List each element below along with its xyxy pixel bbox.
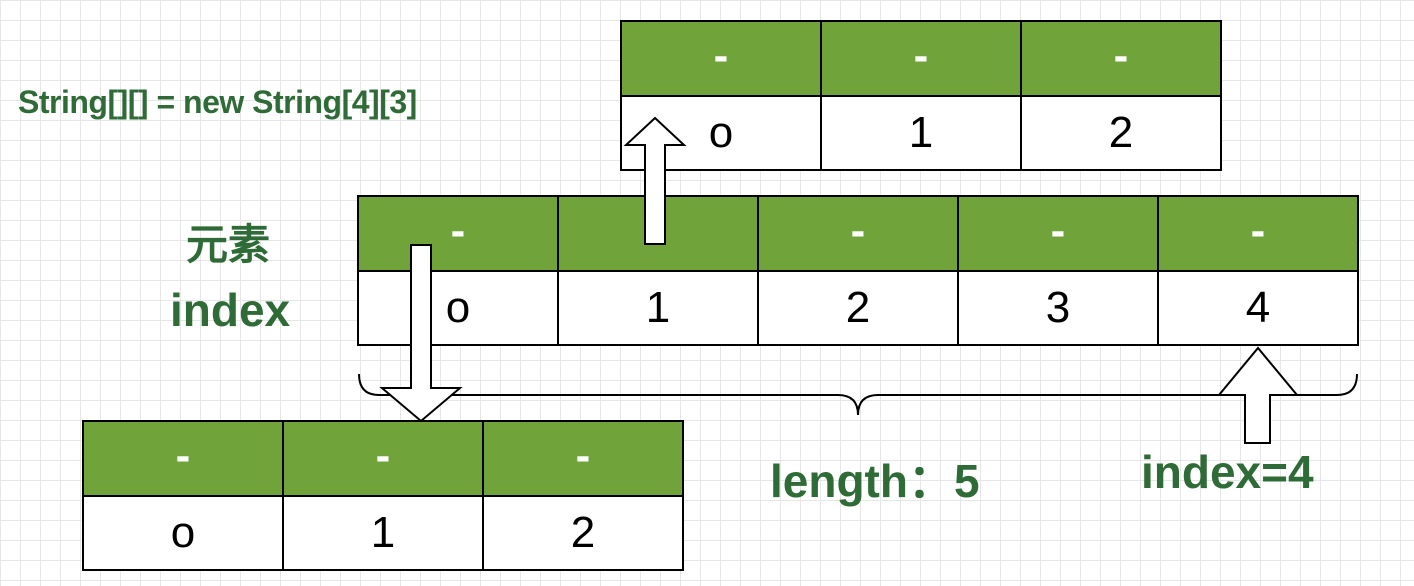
array-value-cell: - [1159,197,1359,272]
array-index-cell: 1 [284,497,484,571]
inner-array-bottom: - - - o 1 2 [82,420,684,571]
arrow-down-to-bottom-array-icon [379,244,463,423]
index-pointer-label: index=4 [1141,446,1314,498]
array-value-cell: - [622,22,822,97]
array-index-cell: 1 [559,272,759,346]
array-index-cell: 2 [759,272,959,346]
declaration-label: String[][] = new String[4][3] [18,84,417,120]
index-row-label: index [170,284,291,336]
array-index-cell: 1 [822,97,1022,171]
array-index-cell: 2 [484,497,684,571]
array-index-cell: 4 [1159,272,1359,346]
inner-array-top: - - - o 1 2 [620,20,1222,171]
array-index-cell: 3 [959,272,1159,346]
array-value-cell: - [284,422,484,497]
array-index-cell: o [359,272,559,346]
array-value-cell: - [1022,22,1222,97]
array-index-cell: o [84,497,284,571]
array-value-cell: - [359,197,559,272]
arrow-up-to-top-array-icon [623,116,687,245]
array-index-cell: 2 [1022,97,1222,171]
length-label: length：5 [770,455,980,507]
length-brace [358,373,1358,416]
array-value-cell: - [959,197,1159,272]
element-row-label: 元素 [186,220,271,269]
arrow-up-index-pointer-icon [1216,346,1300,444]
array-value-cell: - [822,22,1022,97]
array-value-cell: - [759,197,959,272]
outer-array: - - - - - o 1 2 3 4 [357,195,1359,346]
array-value-cell: - [484,422,684,497]
array-value-cell: - [84,422,284,497]
